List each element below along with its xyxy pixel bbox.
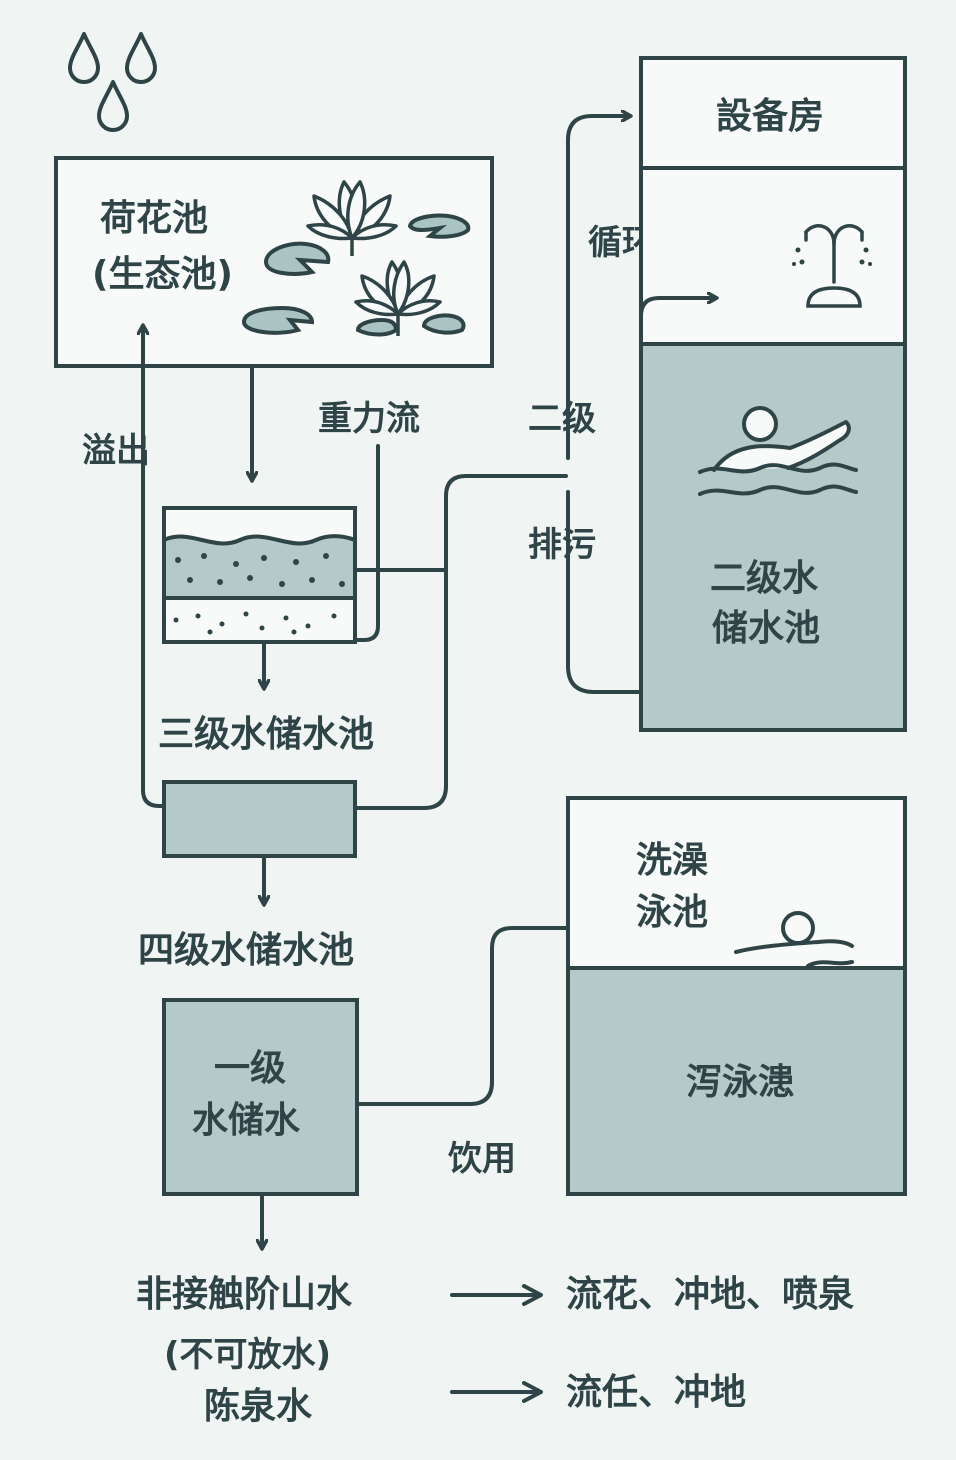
level1-storage-title: 一级 (214, 1048, 286, 1089)
circulation-line (566, 116, 630, 460)
non-contact-water-label: 非接触阶山水 (136, 1274, 353, 1315)
overflow-label: 溢出 (82, 431, 150, 471)
drain-line (566, 490, 692, 694)
level3-pool-label: 三级水储水池 (158, 714, 374, 755)
drinking-label: 饮用 (448, 1139, 516, 1179)
level4-box (162, 780, 357, 858)
level2-pool-subtitle: 储水池 (712, 608, 820, 649)
use-list-2: 流任、冲地 (566, 1372, 746, 1413)
swim-pool-label: 泻泳漶 (686, 1062, 794, 1103)
wash-pool-title: 洗澡 (636, 840, 708, 881)
swimmer-icon (698, 406, 858, 496)
non-contact-note: (不可放水) (164, 1335, 331, 1375)
equipment-room-label: 設备房 (716, 96, 824, 137)
filter-layer-icon (173, 553, 345, 635)
level2-pool-title: 二级水 (710, 558, 819, 599)
spring-water-label: 陈泉水 (204, 1386, 313, 1427)
drain-label: 排污 (528, 525, 596, 565)
swimmer-icon (734, 911, 854, 968)
lotus-pond-title: 荷花池 (100, 198, 208, 239)
fountain-icon (804, 224, 864, 308)
swim-pool-water (566, 966, 907, 1196)
fountain-drops (792, 247, 872, 266)
overflow-line (141, 442, 166, 808)
wash-pool-subtitle: 泳池 (636, 892, 708, 933)
level2-connector (353, 474, 568, 810)
equipment-room-box (639, 56, 907, 170)
level1-storage-subtitle: 水储水 (192, 1100, 301, 1141)
level2-pool-water (639, 342, 907, 732)
use-list-1: 流花、冲地、喷泉 (566, 1274, 854, 1315)
level1-storage-box (162, 998, 359, 1196)
filter-box (162, 506, 357, 644)
level4-pool-label: 四级水储水池 (138, 930, 354, 971)
gravity-label: 重力流 (318, 399, 420, 439)
level2-flow-label: 二级 (528, 399, 596, 439)
lotus-pond-subtitle: (生态池) (92, 254, 233, 295)
lotus-icon (306, 180, 442, 336)
pool-return-arrow (639, 298, 716, 346)
gravity-line (353, 444, 380, 642)
drinking-connector (355, 926, 570, 1106)
lily-pad-icon (241, 213, 471, 337)
raindrop-icon (68, 32, 157, 132)
lotus-pond: 荷花池 (生态池) (54, 156, 494, 368)
